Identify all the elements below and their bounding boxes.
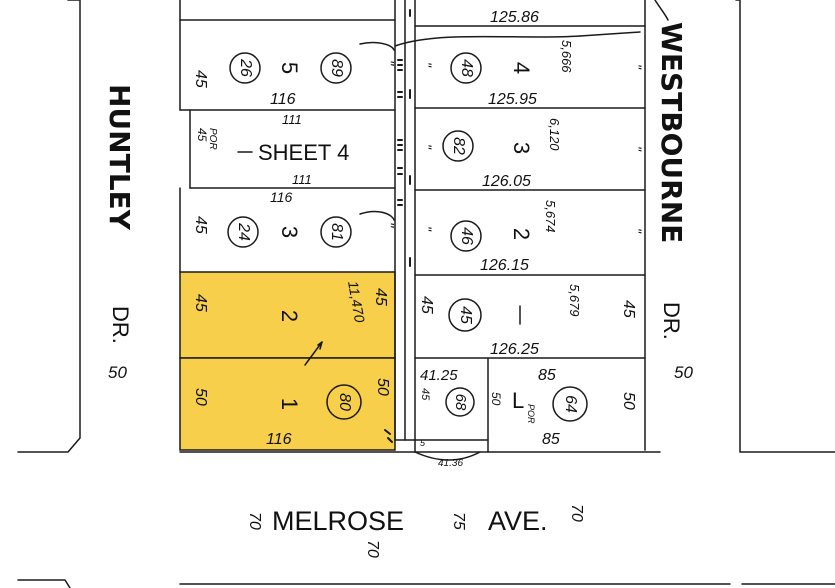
west-lot-2[interactable]: 45 2 11,470 45: [192, 280, 389, 324]
lot-depth: 126.25: [490, 341, 539, 358]
dim-45: 45: [419, 388, 431, 401]
lot-width-left: 45: [192, 216, 209, 234]
por-label: POR: [526, 404, 536, 424]
parcel-number-large: 64: [562, 395, 579, 413]
lot-area: 5,666: [559, 40, 574, 73]
lot-area: 11,470: [345, 280, 368, 324]
parcel-number: 80: [336, 393, 353, 411]
ditto-mark: ": [419, 144, 435, 150]
lot-width-right: 50: [374, 378, 391, 396]
parcel-number: 45: [457, 306, 474, 324]
highlight-lot-2[interactable]: [179, 271, 396, 359]
ditto-mark: ": [419, 226, 435, 232]
huntley-suffix: DR.: [108, 306, 133, 344]
parcel-number: 46: [458, 227, 475, 245]
street-huntley[interactable]: HUNTLEY DR. 50: [103, 84, 136, 382]
lot-number: 5: [277, 62, 302, 74]
ditto-mark: ": [380, 222, 397, 228]
parcel-number: 48: [458, 59, 475, 77]
lot-width-left: 50: [192, 388, 209, 406]
dim-116: 116: [270, 189, 293, 205]
street-lines: [17, 0, 835, 588]
dim-85-bottom: 85: [542, 431, 560, 448]
parcel-number-alt: 81: [328, 223, 345, 241]
sheet-reference[interactable]: 45 POR SHEET 4 111 111 116: [195, 112, 349, 205]
melrose-width-mid: 75: [450, 512, 467, 530]
lot-number: 4: [509, 62, 534, 74]
melrose-suffix: AVE.: [488, 506, 548, 536]
huntley-name: HUNTLEY: [103, 84, 136, 231]
lot-number: 2: [509, 228, 534, 240]
dim-85-top: 85: [538, 367, 556, 384]
lot-area: 5,674: [543, 200, 558, 233]
east-lot-4[interactable]: 125.86 " 48 4 5,666 125.95 ": [419, 9, 645, 108]
dim-50-right: 50: [620, 392, 637, 410]
lot-depth: 126.15: [480, 257, 529, 274]
west-lot-1[interactable]: 50 1 80 50 116: [192, 378, 391, 448]
lot-depth: 116: [270, 91, 296, 108]
south-east-parcels[interactable]: 41.25 45 68 50 L POR 85 64 50 85 41.36 5: [419, 367, 637, 469]
dim-top: 111: [282, 112, 302, 127]
lot-area: 6,120: [547, 118, 562, 151]
lot-depth: 116: [266, 431, 292, 448]
lot-area: 5,679: [567, 284, 582, 317]
lot-width-left: 45: [192, 70, 209, 88]
hatch-marks: [384, 9, 411, 443]
melrose-name: MELROSE: [272, 506, 404, 536]
east-lot-2[interactable]: " 46 2 5,674 126.15 ": [419, 200, 645, 274]
sheet-label: SHEET 4: [258, 140, 349, 165]
lot-letter: L: [512, 388, 524, 413]
ditto-mark-right: ": [629, 64, 645, 70]
lot-number: 1: [277, 398, 302, 410]
lot-depth: 126.05: [482, 173, 531, 190]
west-lot-3[interactable]: 45 24 3 81 ": [192, 216, 397, 248]
lot-width-right: 45: [620, 300, 637, 318]
por-label: POR: [207, 128, 218, 150]
lot-lines: [179, 0, 669, 461]
ditto-mark-right: ": [629, 228, 645, 234]
lot-width: 45: [418, 296, 435, 314]
westbourne-name: WESTBOURNE: [655, 22, 688, 243]
parcel-number: 26: [237, 58, 254, 77]
melrose-width-left: 70: [246, 512, 263, 530]
ditto-mark: ": [380, 60, 397, 66]
dim-bottom: 111: [292, 172, 312, 187]
street-melrose[interactable]: 70 MELROSE 75 AVE. 70 70: [246, 504, 585, 558]
parcel-number: 82: [450, 137, 467, 155]
lot-width-left: 45: [192, 294, 209, 312]
dim-4125: 41.25: [420, 367, 458, 384]
melrose-width-below: 70: [364, 540, 381, 558]
westbourne-width: 50: [674, 363, 693, 382]
lot-depth-top: 125.86: [490, 9, 539, 26]
dim-50: 50: [489, 392, 503, 406]
ditto-mark: ": [419, 62, 435, 68]
parcel-number-small: 68: [452, 394, 469, 411]
east-lot-3[interactable]: " 82 3 6,120 126.05 ": [419, 118, 645, 190]
west-lot-5[interactable]: 45 26 5 89 116 ": [192, 52, 397, 108]
por-width: 45: [195, 128, 209, 142]
dim-5: 5: [420, 438, 426, 448]
lot-number: 3: [509, 142, 534, 154]
east-lot-1[interactable]: 45 45 5,679 126.25 45: [418, 284, 637, 358]
lot-number: 2: [277, 310, 302, 322]
street-westbourne[interactable]: WESTBOURNE DR. 50: [655, 22, 693, 382]
melrose-width-right: 70: [568, 504, 585, 522]
lot-depth: 125.95: [488, 91, 537, 108]
parcel-number: 24: [235, 222, 252, 241]
huntley-width: 50: [108, 363, 127, 382]
dim-4136: 41.36: [438, 458, 463, 469]
parcel-number-alt: 89: [328, 59, 345, 77]
highlight-lot-1[interactable]: [179, 357, 396, 451]
ditto-mark-right: ": [629, 146, 645, 152]
lot-number: 3: [277, 226, 302, 238]
westbourne-suffix: DR.: [659, 302, 684, 340]
lot-width-right: 45: [372, 288, 389, 306]
